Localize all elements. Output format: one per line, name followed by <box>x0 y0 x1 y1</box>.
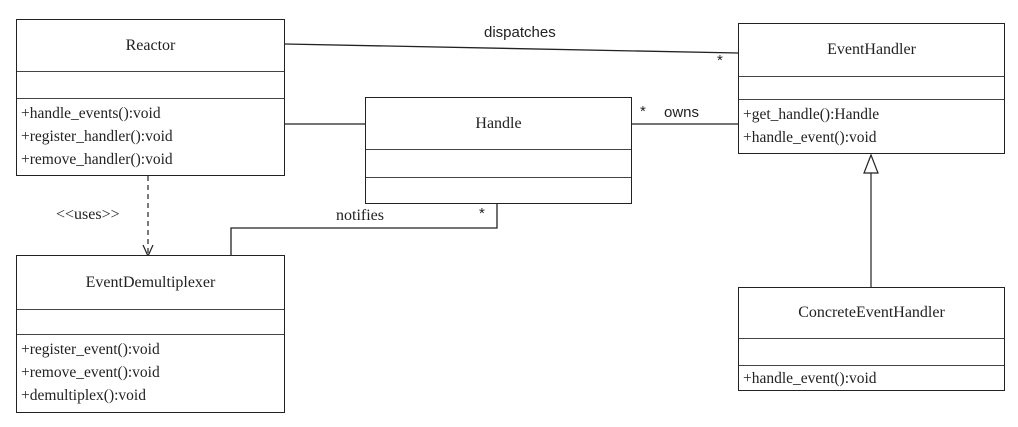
event-handler-attributes <box>739 77 1004 100</box>
event-demultiplexer-operations: +register_event():void +remove_event():v… <box>17 335 284 407</box>
dispatches-multiplicity: * <box>717 52 723 69</box>
notifies-line <box>230 204 498 258</box>
notifies-label: notifies <box>336 207 384 224</box>
concrete-event-handler-attributes <box>739 339 1004 366</box>
handle-attributes <box>366 150 631 178</box>
event-demultiplexer-operation: +demultiplex():void <box>21 387 146 404</box>
notifies-multiplicity: * <box>479 205 485 222</box>
owns-label: owns <box>664 104 700 121</box>
dispatches-label: dispatches <box>484 24 556 41</box>
reactor-operation: +remove_handler():void <box>21 151 173 168</box>
reactor-attributes <box>17 72 284 99</box>
reactor-class-name: Reactor <box>17 20 284 72</box>
event-demultiplexer-operation: +register_event():void <box>21 341 160 358</box>
event-demultiplexer-operation: +remove_event():void <box>21 364 160 381</box>
event-handler-class-name: EventHandler <box>739 24 1004 77</box>
concrete-event-handler-operations: +handle_event():void <box>739 366 1004 390</box>
reactor-class: Reactor +handle_events():void +register_… <box>16 19 285 176</box>
event-demultiplexer-class: EventDemultiplexer +register_event():voi… <box>16 255 285 413</box>
event-handler-operations: +get_handle():Handle +handle_event():voi… <box>739 100 1004 149</box>
uses-stereotype-label: <<uses>> <box>56 206 120 223</box>
handle-class: Handle <box>365 97 632 204</box>
concrete-event-handler-class: ConcreteEventHandler +handle_event():voi… <box>738 287 1005 391</box>
concrete-event-handler-operation: +handle_event():void <box>743 370 877 387</box>
event-handler-operation: +get_handle():Handle <box>743 106 880 123</box>
event-handler-class: EventHandler +get_handle():Handle +handl… <box>738 23 1005 154</box>
concrete-event-handler-class-name: ConcreteEventHandler <box>739 288 1004 340</box>
event-demultiplexer-class-name: EventDemultiplexer <box>17 256 284 310</box>
owns-multiplicity: * <box>640 103 646 120</box>
handle-operations <box>366 178 631 181</box>
handle-class-name: Handle <box>366 98 631 150</box>
generalization-triangle <box>863 153 879 174</box>
event-demultiplexer-attributes <box>17 310 284 335</box>
event-handler-operation: +handle_event():void <box>743 129 877 146</box>
reactor-operations: +handle_events():void +register_handler(… <box>17 99 284 171</box>
dispatches-line <box>284 43 739 54</box>
reactor-operation: +register_handler():void <box>21 128 173 145</box>
reactor-operation: +handle_events():void <box>21 105 161 122</box>
